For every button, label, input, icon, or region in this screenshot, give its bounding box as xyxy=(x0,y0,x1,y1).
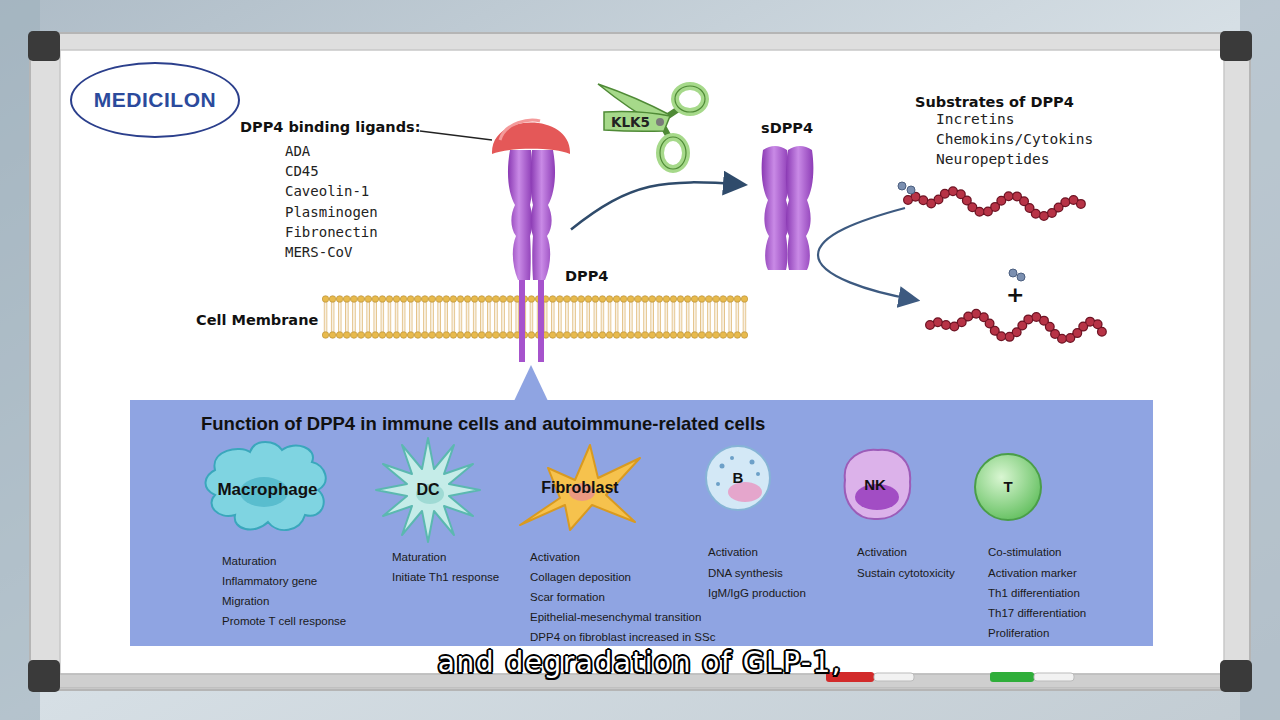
peptide-chain xyxy=(898,182,1085,216)
cell-node: B xyxy=(706,446,770,510)
ligand-item: Fibronectin xyxy=(285,224,378,241)
leader-line xyxy=(420,131,492,140)
cleavage-arrow xyxy=(818,208,916,300)
frame-corner xyxy=(1220,31,1252,61)
function-item: Promote T cell response xyxy=(222,615,346,629)
cell-node: Fibroblast xyxy=(520,445,640,530)
whiteboard-frame xyxy=(30,33,1250,690)
frame-corner xyxy=(28,31,60,61)
node-text: sDPP4 xyxy=(761,120,813,137)
receptor-subunit xyxy=(531,150,555,280)
function-item: Sustain cytotoxicity xyxy=(857,567,955,581)
function-item: Activation xyxy=(708,546,758,560)
substrate-item: Chemokins/Cytokins xyxy=(936,131,1093,148)
function-item: DNA synthesis xyxy=(708,567,783,581)
shedding-arrow xyxy=(571,182,743,229)
marker-body xyxy=(874,673,914,681)
cell-node: NK xyxy=(840,450,910,520)
ligand-item: ADA xyxy=(285,143,310,160)
cleaved-dipeptide xyxy=(1017,273,1025,281)
function-item: Maturation xyxy=(392,551,446,565)
function-item: Activation xyxy=(530,551,580,565)
plus-sign: + xyxy=(1006,282,1024,308)
peptide-chain xyxy=(930,269,1102,339)
marker-body xyxy=(1034,673,1074,681)
ligand-highlight xyxy=(500,120,540,140)
node-text: NK xyxy=(864,476,886,494)
bound-ligand xyxy=(492,123,570,155)
scissors-handle xyxy=(675,86,705,112)
cell-node: T xyxy=(975,454,1041,520)
soluble-dpp4 xyxy=(762,146,814,270)
scissors-pivot xyxy=(656,118,664,126)
membrane-receptor: DPP4 xyxy=(493,112,571,362)
function-item: Th1 differentiation xyxy=(988,587,1080,601)
cell-node: Macrophage xyxy=(205,445,330,535)
function-item: Collagen deposition xyxy=(530,571,631,585)
function-item: Initiate Th1 response xyxy=(392,571,499,585)
structure-label: Cell Membrane xyxy=(196,312,318,329)
soluble-receptor: sDPP4 xyxy=(757,118,817,273)
node-text: Function of DPP4 in immune cells and aut… xyxy=(201,413,765,435)
frame-corner xyxy=(28,660,60,692)
ligand-item: Plasminogen xyxy=(285,204,378,221)
node-text: DPP4 xyxy=(565,268,608,285)
ligand-item: MERS-CoV xyxy=(285,244,352,261)
scissors-icon xyxy=(598,84,705,169)
function-item: Activation xyxy=(857,546,907,560)
transmembrane-stem xyxy=(538,276,544,362)
function-item: Th17 differentiation xyxy=(988,607,1086,621)
receptor-subunit xyxy=(508,150,532,280)
scissors-handle xyxy=(660,137,686,169)
transmembrane-stem xyxy=(519,276,525,362)
dpp4-receptor xyxy=(492,120,570,362)
lipid-bilayer xyxy=(322,295,748,339)
substrate-item: Incretins xyxy=(936,111,1015,128)
function-item: Proliferation xyxy=(988,627,1049,641)
function-item: IgM/IgG production xyxy=(708,587,806,601)
node-text: B xyxy=(733,469,744,487)
ligand-item: CD45 xyxy=(285,163,319,180)
heading-label: Substrates of DPP4 xyxy=(915,94,1074,111)
function-item: DPP4 on fibroblast increased in SSc xyxy=(530,631,715,645)
scissors-blade xyxy=(604,112,670,132)
function-item: Inflammatory gene xyxy=(222,575,317,589)
frame-corner xyxy=(1220,660,1252,692)
node-text: MEDICILON xyxy=(94,87,216,112)
green-marker xyxy=(990,672,1034,682)
function-item: Scar formation xyxy=(530,591,605,605)
substrate-item: Neuropeptides xyxy=(936,151,1050,168)
function-item: Migration xyxy=(222,595,269,609)
function-item: Co-stimulation xyxy=(988,546,1062,560)
function-item: Activation marker xyxy=(988,567,1077,581)
node-text: Fibroblast xyxy=(541,478,618,497)
panel-pointer xyxy=(514,365,548,401)
whiteboard-surface xyxy=(60,50,1224,674)
function-item: Maturation xyxy=(222,555,276,569)
receptor-subunit xyxy=(762,146,790,270)
cleaved-dipeptide xyxy=(1009,269,1017,277)
heading-label: DPP4 binding ligands: xyxy=(240,119,420,136)
node-text: T xyxy=(1003,478,1012,496)
receptor-subunit xyxy=(786,146,814,270)
function-item: Epithelial-mesenchymal transition xyxy=(530,611,701,625)
node-text: DC xyxy=(416,480,439,499)
logo-ellipse: MEDICILON xyxy=(70,62,240,138)
cell-node: DC xyxy=(376,438,480,542)
ligand-item: Caveolin-1 xyxy=(285,183,369,200)
enzyme-label: KLK5 xyxy=(611,114,650,130)
subtitle-caption: and degradation of GLP-1, xyxy=(0,646,1280,679)
node-text: Macrophage xyxy=(217,480,317,500)
